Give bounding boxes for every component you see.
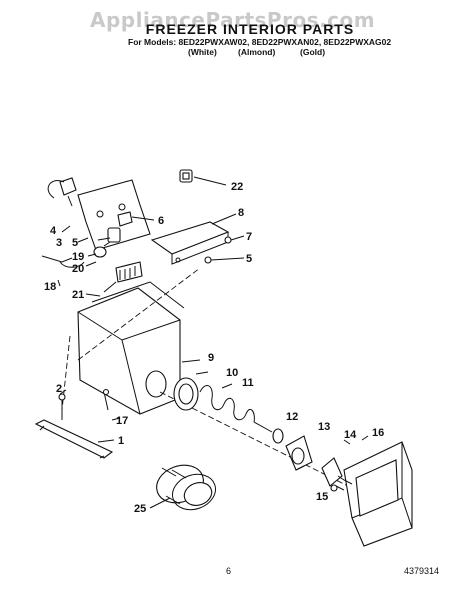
part-auger-10-11 [173, 377, 273, 433]
callout-3: 3 [56, 237, 62, 249]
callout-4: 4 [50, 225, 57, 237]
callout-9: 9 [208, 352, 214, 364]
models-line: For Models: 8ED22PWXAW02, 8ED22PWXAN02, … [128, 37, 392, 47]
document-number: 4379314 [404, 566, 440, 576]
variant-gold: (Gold) [300, 47, 326, 57]
callout-1: 1 [118, 435, 124, 447]
callout-22: 22 [231, 181, 243, 193]
page-number: 6 [226, 566, 232, 576]
part-screws [204, 235, 245, 264]
part-plug-22 [179, 169, 227, 186]
part-grille-21 [103, 261, 143, 293]
callout-6: 6 [158, 215, 164, 227]
leader-lines [57, 225, 369, 471]
variant-almond: (Almond) [238, 47, 276, 57]
callout-17: 17 [116, 415, 128, 427]
callout-25: 25 [134, 503, 146, 515]
callout-20: 20 [72, 263, 84, 275]
part-control-bracket [41, 177, 151, 268]
callout-19: 19 [72, 251, 84, 263]
part-housing-9 [77, 281, 201, 415]
callout-11: 11 [242, 377, 254, 389]
watermark-text: AppliancePartsPros.com [90, 8, 376, 32]
part-motor-16 [337, 441, 413, 547]
callout-12: 12 [286, 411, 298, 423]
callout-7: 7 [246, 231, 252, 243]
part-bracket-14-15 [321, 457, 345, 492]
callout-21: 21 [72, 289, 84, 301]
part-coupler-12-13 [272, 428, 313, 471]
part-rail-1 [34, 388, 114, 459]
color-variants: (White) (Almond) (Gold) [0, 47, 469, 59]
callout-5a: 5 [72, 237, 78, 249]
callout-8: 8 [238, 207, 244, 219]
callout-15: 15 [316, 491, 328, 503]
callout-14: 14 [344, 429, 357, 441]
part-lamp [93, 227, 121, 258]
alignment-lines [61, 267, 361, 493]
callout-18: 18 [44, 281, 56, 293]
part-spacer-25 [149, 464, 216, 511]
callout-10: 10 [226, 367, 238, 379]
part-clip-6 [117, 211, 155, 227]
callout-5b: 5 [246, 253, 252, 265]
part-light-shield-8 [150, 213, 237, 265]
callout-13: 13 [318, 421, 330, 433]
callout-2: 2 [56, 383, 62, 395]
callout-16: 16 [372, 427, 384, 439]
page-title: FREEZER INTERIOR PARTS [145, 21, 355, 37]
variant-white: (White) [188, 47, 217, 57]
